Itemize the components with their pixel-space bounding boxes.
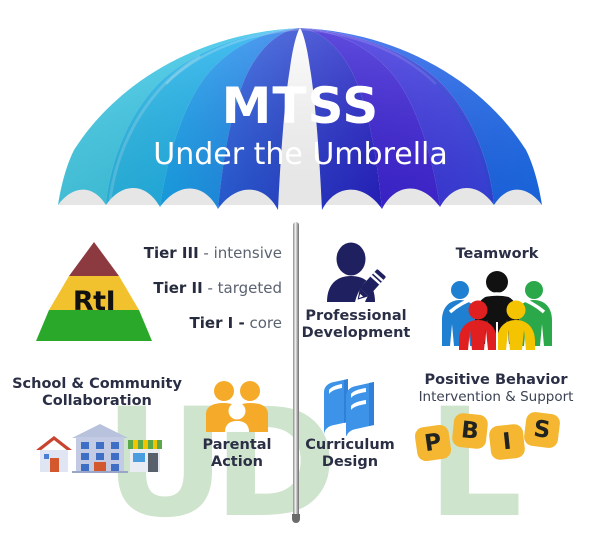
- pbis-letter-tiles: P B I S: [404, 411, 594, 466]
- umbrella-canopy-icon: [58, 27, 542, 210]
- item-professional-development[interactable]: Professional Development: [296, 242, 416, 352]
- tier-2-row: Tier II - targeted: [153, 279, 282, 297]
- professional-development-label-line1: Professional: [305, 308, 407, 324]
- tier-1-row: Tier I - core: [190, 314, 282, 332]
- curriculum-design-label-line1: Curriculum: [305, 437, 395, 453]
- books-icon: [324, 379, 374, 436]
- item-pbis[interactable]: Positive Behavior Intervention & Support…: [396, 372, 596, 482]
- teamwork-label-wrap: Teamwork: [412, 246, 582, 263]
- tier-2-value: targeted: [217, 279, 282, 297]
- buildings-icon: [36, 424, 162, 473]
- pbis-tile-p: P: [413, 423, 453, 463]
- infographic-canvas: U D L: [2, 27, 596, 539]
- pbis-label-line2: Intervention & Support: [418, 389, 574, 405]
- professional-development-label-line2: Development: [301, 325, 411, 341]
- pbis-tile-b: B: [451, 412, 489, 450]
- umbrella-pole-tip: [292, 514, 300, 523]
- parental-action-label-line2: Action: [210, 454, 263, 470]
- rti-label: RtI: [72, 286, 116, 317]
- item-rti[interactable]: RtI Tier III - intensive Tier II - targe…: [34, 232, 282, 344]
- professional-development-label: Professional Development: [291, 308, 421, 342]
- tier-3-sep: -: [198, 244, 214, 262]
- item-teamwork[interactable]: Teamwork: [412, 246, 582, 356]
- curriculum-design-label-wrap: Curriculum Design: [288, 437, 412, 471]
- tier-3-value: intensive: [213, 244, 282, 262]
- school-community-label-wrap: School & Community Collaboration: [2, 376, 192, 410]
- parental-action-label-line1: Parental: [202, 437, 272, 453]
- tier-1-value: core: [249, 314, 283, 332]
- people-circle-icon: [442, 271, 552, 352]
- umbrella-pole: [293, 222, 299, 520]
- pbis-tile-i: I: [488, 423, 526, 461]
- item-school-community-collaboration[interactable]: School & Community Collaboration: [2, 376, 192, 486]
- tier-1-key: Tier I -: [189, 314, 245, 332]
- item-parental-action[interactable]: Parental Action: [176, 376, 298, 486]
- tier-2-sep: -: [202, 279, 218, 297]
- tier-3-row: Tier III - intensive: [144, 244, 282, 262]
- rti-pyramid-icon: [36, 242, 152, 341]
- item-curriculum-design[interactable]: Curriculum Design: [288, 376, 412, 486]
- teamwork-label: Teamwork: [455, 246, 539, 262]
- person-with-pencil-icon: [327, 242, 386, 302]
- parental-action-label-wrap: Parental Action: [176, 437, 298, 471]
- school-community-label-line2: Collaboration: [42, 393, 152, 409]
- family-group-icon: [206, 381, 268, 432]
- pbis-label-line1: Positive Behavior: [424, 372, 568, 388]
- tier-2-key: Tier II: [153, 279, 203, 297]
- school-community-label-line1: School & Community: [12, 376, 182, 392]
- pbis-label-wrap: Positive Behavior Intervention & Support: [396, 372, 596, 406]
- pbis-tile-s: S: [523, 411, 561, 449]
- tier-3-key: Tier III: [143, 244, 199, 262]
- curriculum-design-label-line2: Design: [321, 454, 379, 470]
